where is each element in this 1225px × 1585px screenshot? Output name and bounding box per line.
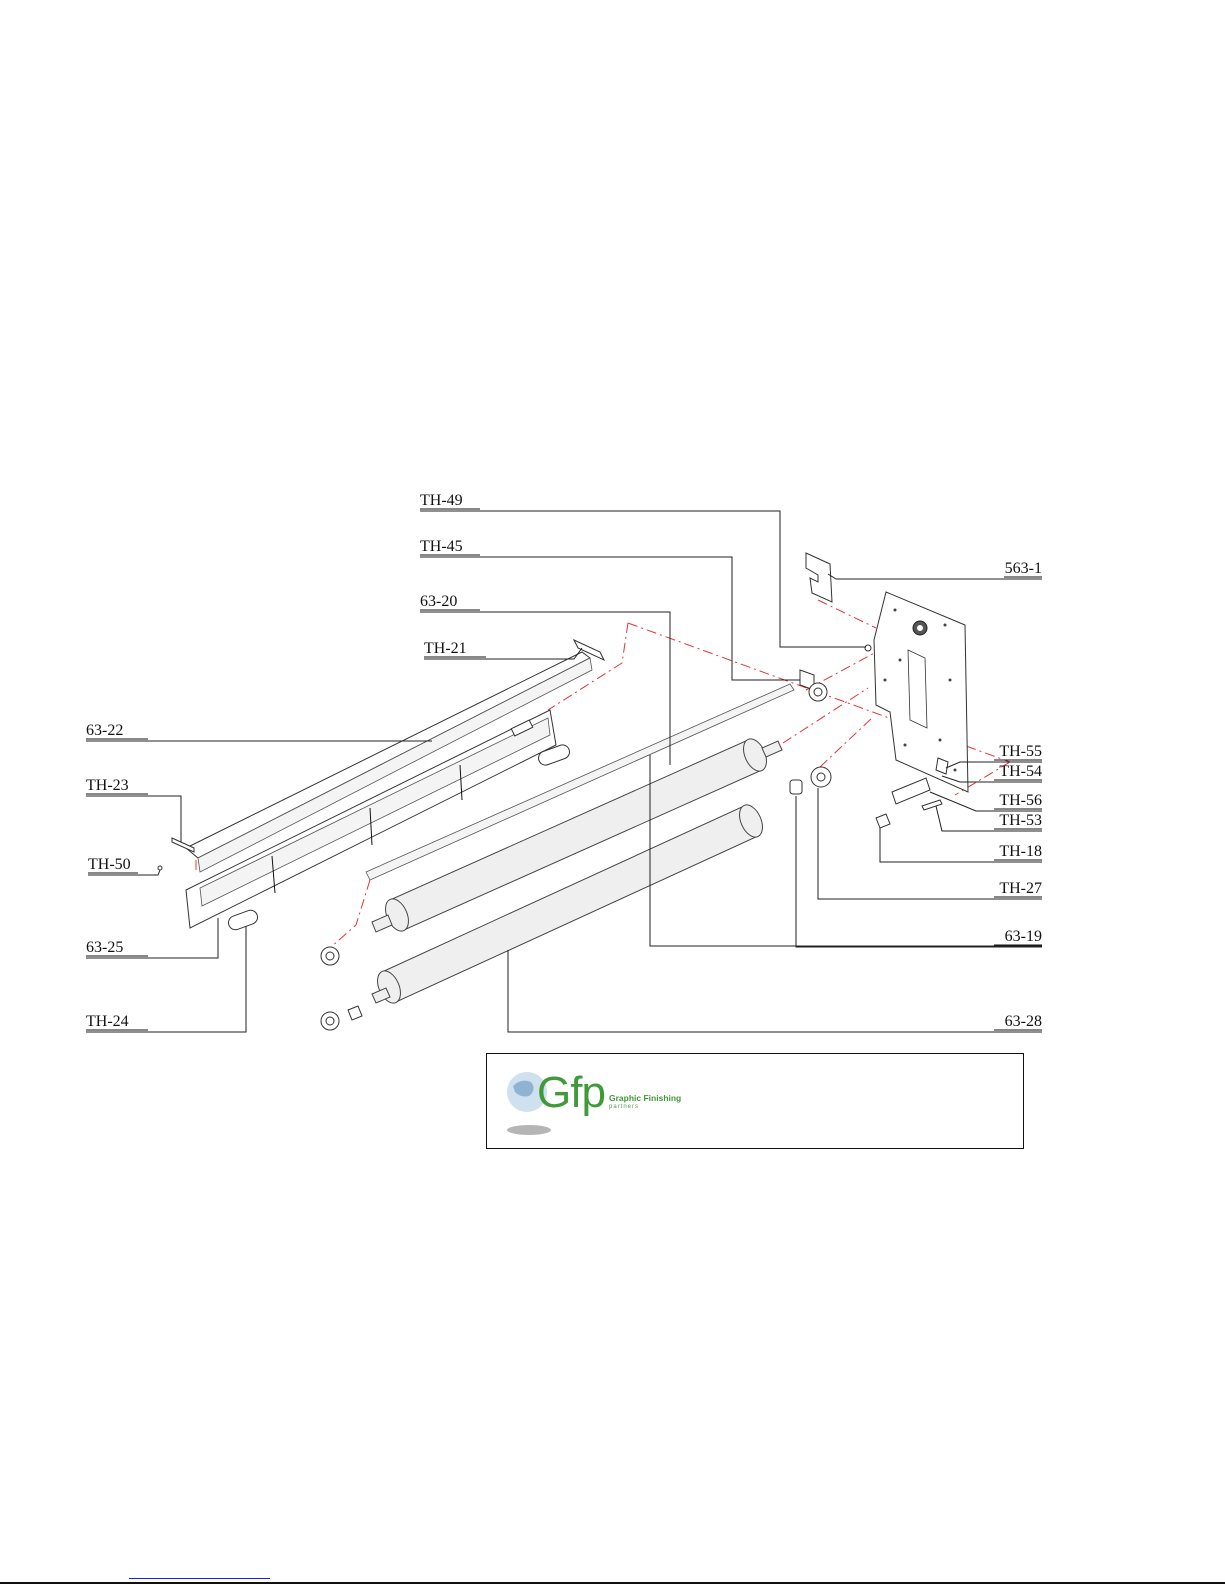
label-563-1: 563-1 (1005, 560, 1042, 577)
label-th-27: TH-27 (999, 880, 1042, 897)
label-63-20: 63-20 (420, 593, 457, 610)
label-th-18: TH-18 (999, 843, 1042, 860)
label-th-21: TH-21 (424, 640, 467, 657)
footer-rule (0, 1582, 1225, 1584)
gfp-logo: Gfp Graphic Finishing partners (501, 1062, 681, 1142)
logo-company-sub: partners (609, 1104, 639, 1110)
label-th-49: TH-49 (420, 492, 463, 509)
leader-lines (86, 509, 1042, 1032)
label-th-54: TH-54 (999, 763, 1042, 780)
label-63-28: 63-28 (1005, 1013, 1042, 1030)
slot-th-24-b (227, 908, 260, 931)
logo-company-name: Graphic Finishing (609, 1093, 681, 1103)
side-frame-plate (874, 592, 968, 792)
label-63-19: 63-19 (1005, 928, 1042, 945)
label-th-56: TH-56 (999, 792, 1042, 809)
pin-th-49 (865, 645, 871, 651)
label-th-50: TH-50 (88, 856, 131, 873)
small-parts-cluster (876, 758, 948, 828)
footer-link-underline (129, 1578, 270, 1579)
logo-letters: Gfp (537, 1068, 605, 1118)
logo-box: Gfp Graphic Finishing partners (486, 1053, 1024, 1149)
screw-th-50 (158, 866, 162, 870)
part-th-23 (172, 838, 194, 852)
label-th-53: TH-53 (999, 812, 1042, 829)
label-63-22: 63-22 (86, 722, 123, 739)
label-th-45: TH-45 (420, 538, 463, 555)
label-th-24: TH-24 (86, 1013, 129, 1030)
label-63-25: 63-25 (86, 939, 123, 956)
bracket-563-1 (806, 553, 832, 602)
label-th-23: TH-23 (86, 777, 129, 794)
label-th-55: TH-55 (999, 743, 1042, 760)
